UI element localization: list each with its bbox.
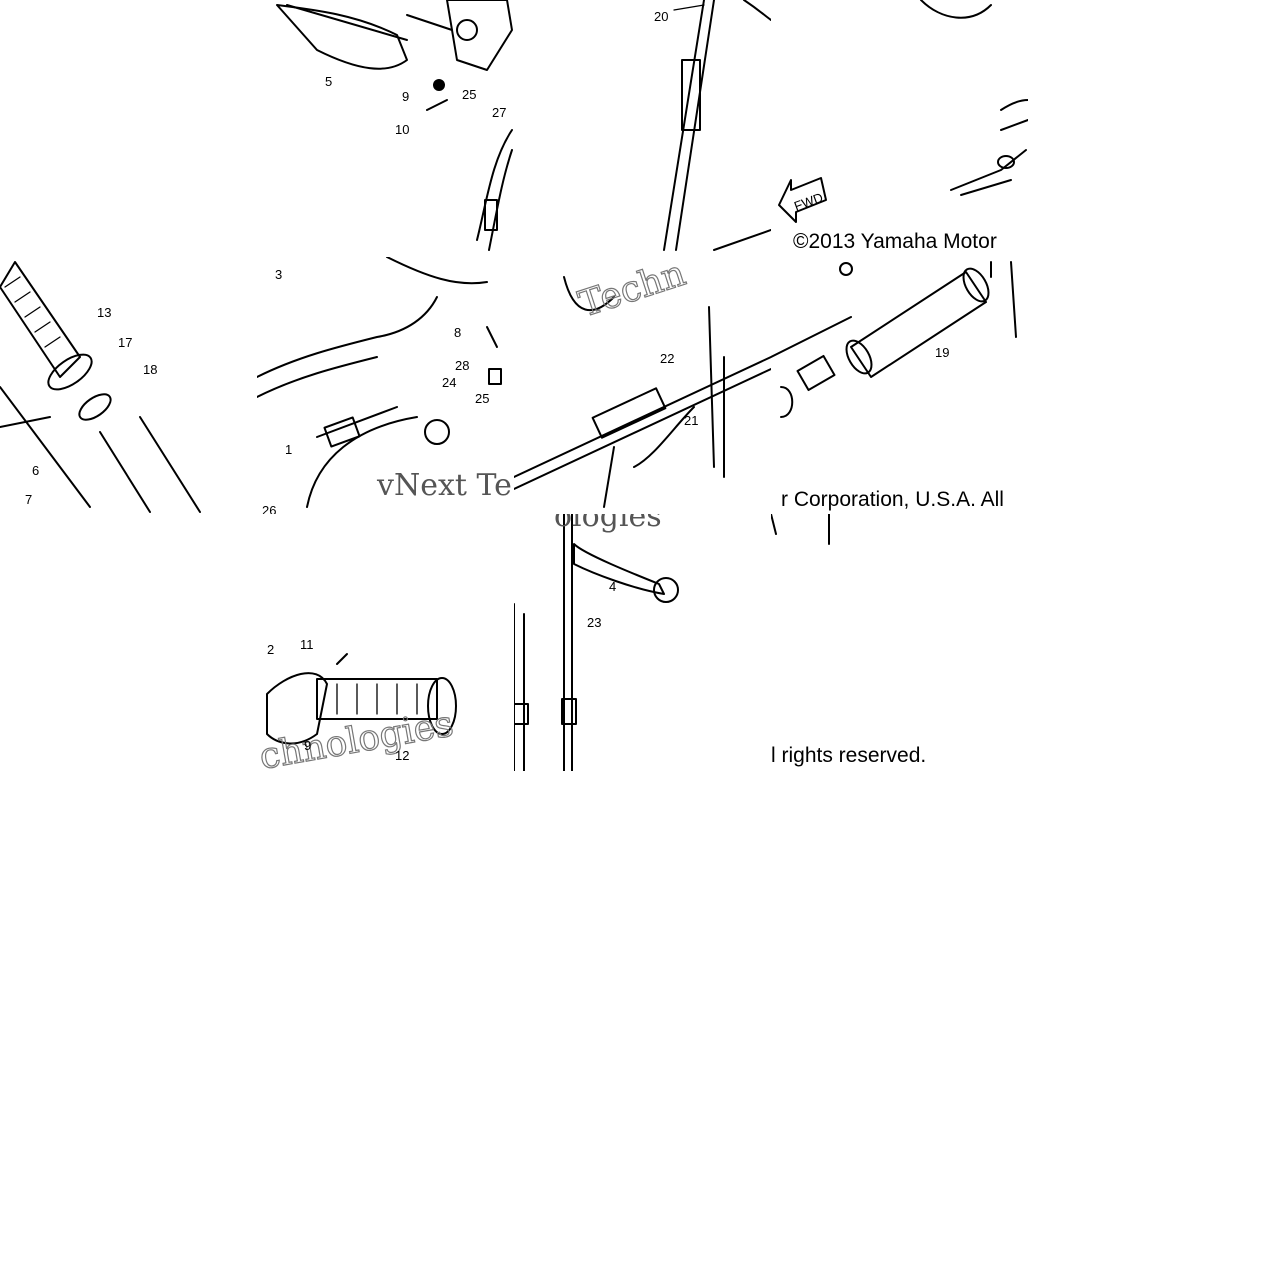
callout: 11 [300,637,314,652]
diagram-tile-fwd: FWD ©2013 Yamaha Motor [771,0,1028,257]
callout: 8 [454,325,461,340]
callout: 25 [475,391,489,406]
callout: 1 [285,442,292,457]
callout: 28 [455,358,469,373]
handlebar-left-drawing: vNext Te 3 8 28 24 25 1 26 [257,257,512,514]
cable-center-drawing: Techn 22 21 [514,257,771,508]
diagram-tile-throttle: 19 r Corporation, U.S.A. All [771,257,1028,514]
diagram-tile-brake-lever: ologies 4 23 [514,514,771,771]
callout: 19 [935,345,949,360]
callout: 13 [97,305,111,320]
right-switch-drawing: chnologies 2 11 9 12 [257,637,457,771]
watermark-text: Techn [574,257,690,326]
clutch-lever-drawing: 5 9 10 25 27 [276,0,513,251]
callout: 10 [395,122,409,137]
callout: 23 [587,615,601,630]
callout: 7 [25,492,32,507]
diagram-tile-handlebar-left: vNext Te 3 8 28 24 25 1 26 [257,257,514,514]
copyright-line-3: l rights reserved. [771,744,927,767]
copyright-line-1: ©2013 Yamaha Motor [793,230,997,253]
callout: 3 [275,267,282,282]
diagram-tile-left-grip: 13 17 18 6 7 [0,257,257,514]
watermark-text: vNext Te [376,468,512,503]
left-grip-drawing: 13 17 18 6 7 [0,261,201,513]
callout: 25 [462,87,476,102]
brake-lever-drawing: ologies 4 23 [514,514,679,771]
watermark-text: ologies [554,514,662,534]
callout: 27 [492,105,506,120]
copyright-line-2: r Corporation, U.S.A. All [781,488,1004,511]
fwd-arrow-drawing: FWD [778,0,1028,223]
callout: 9 [402,89,409,104]
fwd-label: FWD [792,190,825,214]
blank-tile-drawing [771,514,830,545]
callout: 2 [267,642,274,657]
callout: 17 [118,335,132,350]
diagram-tile-cable-center: Techn 22 21 [514,257,771,514]
diagram-tile-clutch-lever: 5 9 10 25 27 [257,0,514,257]
callout: 26 [262,503,276,514]
diagram-tile-blank: l rights reserved. [771,514,1028,771]
callout: 18 [143,362,157,377]
callout: 6 [32,463,39,478]
diagram-tile-cable-upper: 20 [514,0,771,257]
callout: 12 [395,748,409,763]
callout: 20 [654,9,668,24]
diagram-tile-right-switch: chnologies 2 11 9 12 [257,514,514,771]
callout: 9 [304,738,311,753]
callout: 24 [442,375,456,390]
callout: 21 [684,413,698,428]
callout: 5 [325,74,332,89]
throttle-drawing: 19 [771,261,1017,418]
cable-upper-drawing: 20 [654,0,771,251]
callout: 22 [660,351,674,366]
callout: 4 [609,579,616,594]
